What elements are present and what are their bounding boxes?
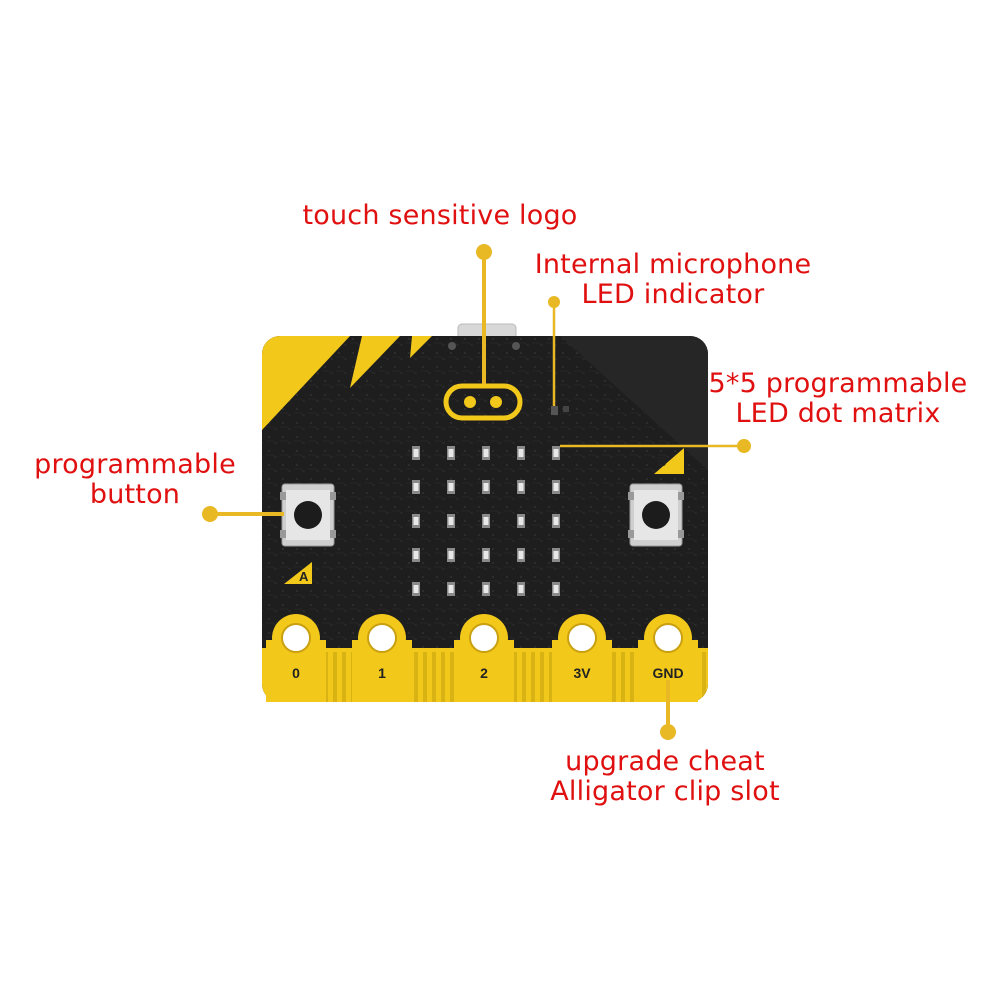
pin-gnd[interactable]: GND <box>638 614 698 702</box>
gold-corner-left <box>262 336 350 430</box>
led-matrix-label-line-1: 5*5 programmable <box>708 368 968 399</box>
led-r4-c5 <box>552 548 560 562</box>
touch-logo <box>443 383 523 421</box>
led-r5-c2 <box>447 582 455 596</box>
led-r5-c4 <box>517 582 525 596</box>
matrix-callout-line <box>560 439 751 453</box>
button-label-line-2: button <box>89 479 181 510</box>
button-b-letter: B <box>657 454 666 469</box>
led-r2-c3 <box>482 480 490 494</box>
led-r4-c4 <box>517 548 525 562</box>
pin-label: 2 <box>480 665 488 681</box>
led-matrix-label-line-2: LED dot matrix <box>735 398 941 429</box>
button-a-letter: A <box>299 569 309 584</box>
button-b[interactable] <box>628 483 684 547</box>
pin-label: 1 <box>378 665 386 681</box>
gnd-slot-label: upgrade cheat Alligator clip slot <box>530 747 800 807</box>
led-r4-c1 <box>412 548 420 562</box>
led-matrix <box>412 446 560 596</box>
button-b-marker <box>654 448 684 474</box>
led-r2-c5 <box>552 480 560 494</box>
microphone-label-line-1: Internal microphone <box>534 249 812 280</box>
led-r3-c1 <box>412 514 420 528</box>
gnd-slot-label-line-2: Alligator clip slot <box>550 776 780 807</box>
microphone-label: Internal microphone LED indicator <box>528 250 818 310</box>
led-r1-c1 <box>412 446 420 460</box>
led-matrix-label: 5*5 programmable LED dot matrix <box>698 369 978 429</box>
pin-label: 3V <box>573 665 591 681</box>
callout-lines <box>202 244 751 740</box>
led-r2-c1 <box>412 480 420 494</box>
pin-2[interactable]: 2 <box>454 614 514 702</box>
led-r1-c2 <box>447 446 455 460</box>
pin-3v[interactable]: 3V <box>552 614 612 702</box>
gnd-callout-line <box>660 680 676 740</box>
led-r3-c4 <box>517 514 525 528</box>
led-r1-c4 <box>517 446 525 460</box>
led-r3-c2 <box>447 514 455 528</box>
button-callout-line <box>202 506 284 522</box>
led-r3-c3 <box>482 514 490 528</box>
led-r5-c3 <box>482 582 490 596</box>
led-r5-c1 <box>412 582 420 596</box>
gnd-slot-label-line-1: upgrade cheat <box>565 746 765 777</box>
gold-stripe-1 <box>350 336 400 388</box>
pin-0[interactable]: 0 <box>266 614 326 702</box>
touch-logo-label-line-1: touch sensitive logo <box>302 200 578 231</box>
pin-1[interactable]: 1 <box>352 614 412 702</box>
led-r4-c3 <box>482 548 490 562</box>
led-r1-c5 <box>552 446 560 460</box>
pin-label: 0 <box>292 665 300 681</box>
led-r2-c2 <box>447 480 455 494</box>
microphone-label-line-2: LED indicator <box>581 279 765 310</box>
button-a[interactable] <box>280 483 336 547</box>
pin-label: GND <box>652 665 683 681</box>
button-label-line-1: programmable <box>34 449 236 480</box>
microphone-led <box>551 406 558 415</box>
button-a-marker <box>284 562 312 584</box>
led-r2-c4 <box>517 480 525 494</box>
touch-logo-label: touch sensitive logo <box>300 201 580 231</box>
led-r1-c3 <box>482 446 490 460</box>
led-r5-c5 <box>552 582 560 596</box>
led-r3-c5 <box>552 514 560 528</box>
led-r4-c2 <box>447 548 455 562</box>
gold-stripe-2 <box>410 336 432 358</box>
button-label: programmable button <box>22 450 248 510</box>
microbit-board: A B 0 1 2 3V GND <box>262 323 708 702</box>
pin-row: 0 1 2 3V GND <box>266 614 698 702</box>
logo-callout-line <box>476 244 492 384</box>
microphone-callout-line <box>548 296 560 406</box>
